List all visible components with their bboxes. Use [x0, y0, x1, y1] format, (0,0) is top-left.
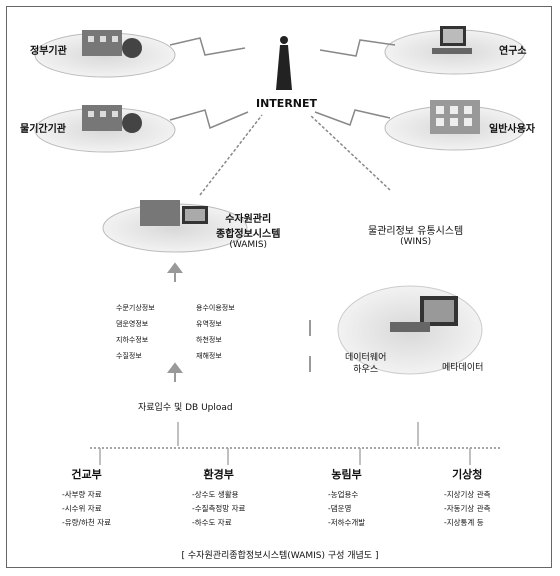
internet-label: INTERNET — [256, 97, 318, 110]
upload-label: 자료입수 및 DB Upload — [138, 403, 233, 413]
wamis-building-icon — [140, 200, 208, 226]
info-left-item: 수문기상정보 — [116, 304, 155, 312]
info-right-item: 유역정보 — [196, 320, 222, 328]
internet-tower-icon — [276, 36, 292, 90]
wins-label: 물관리정보 유통시스템 (WINS) — [368, 222, 463, 247]
info-left-item: 지하수정보 — [116, 336, 149, 344]
agency-name: 환경부 — [203, 468, 234, 481]
agency-item: -저하수개발 — [328, 518, 366, 527]
agency-block: 농림부 -농업용수 -댐운영 -저하수개발 — [328, 466, 365, 530]
general-users-label: 일반사용자 — [489, 124, 535, 135]
wins-line1: 물관리정보 유통시스템 — [368, 226, 464, 237]
info-right-item: 하천정보 — [196, 336, 222, 344]
data-warehouse-line2: 하우스 — [353, 365, 379, 375]
agency-items: -지상기상 관측 -자동기상 관측 -지상통계 등 — [444, 488, 491, 530]
info-right-item: 재해정보 — [196, 352, 222, 360]
bus-verticals — [99, 422, 471, 465]
data-warehouse-line1: 데이터웨어 — [345, 353, 387, 363]
network-links — [169, 37, 396, 196]
info-left-item: 댐운영정보 — [116, 320, 149, 328]
agency-item: -지상통계 등 — [444, 518, 484, 527]
agency-name: 기상청 — [452, 468, 483, 481]
data-warehouse-label: 데이터웨어 하우스 — [345, 352, 386, 376]
water-agencies-label: 물기간기관 — [20, 124, 66, 135]
flow-arrows — [167, 262, 311, 382]
gov-label: 정부기관 — [30, 46, 67, 57]
agency-block: 기상청 -지상기상 관측 -자동기상 관측 -지상통계 등 — [444, 466, 491, 530]
water-agencies-building-icon — [82, 105, 142, 133]
diagram-caption: [ 수자원관리종합정보시스템(WAMIS) 구성 개념도 ] — [181, 551, 379, 561]
agency-block: 건교부 -사부량 자료 -시수위 자료 -유량/하천 자료 — [62, 466, 111, 530]
research-computer-icon — [432, 26, 472, 54]
agency-items: -상수도 생활용 -수질측정망 자료 -하수도 자료 — [192, 488, 245, 530]
info-left-item: 수질정보 — [116, 352, 142, 360]
warehouse-computer-icon — [390, 296, 458, 332]
general-users-building-icon — [430, 100, 480, 134]
agency-item: -하수도 자료 — [192, 518, 232, 527]
agency-item: -자동기상 관측 — [444, 504, 491, 513]
agency-item: -상수도 생활용 — [192, 490, 239, 499]
wamis-line3: (WAMIS) — [229, 240, 268, 250]
agency-item: -시수위 자료 — [62, 504, 102, 513]
agency-name: 건교부 — [71, 468, 102, 481]
agency-item: -유량/하천 자료 — [62, 518, 112, 527]
wamis-line1: 수자원관리 — [225, 214, 272, 225]
agency-name: 농림부 — [331, 468, 362, 481]
agency-items: -농업용수 -댐운영 -저하수개발 — [328, 488, 365, 530]
gov-building-icon — [82, 30, 142, 58]
diagram-frame — [6, 6, 552, 568]
agency-items: -사부량 자료 -시수위 자료 -유량/하천 자료 — [62, 488, 111, 530]
info-left-list: 수문기상정보 댐운영정보 지하수정보 수질정보 — [116, 300, 155, 364]
wins-line2: (WINS) — [400, 237, 432, 247]
agency-block: 환경부 -상수도 생활용 -수질측정망 자료 -하수도 자료 — [192, 466, 245, 530]
agency-item: -농업용수 — [328, 490, 359, 499]
agency-item: -수질측정망 자료 — [192, 504, 246, 513]
wamis-line2: 종합정보시스템 — [216, 229, 281, 240]
agency-item: -지상기상 관측 — [444, 490, 491, 499]
info-right-item: 용수이용정보 — [196, 304, 235, 312]
research-label: 연구소 — [499, 46, 527, 57]
info-right-list: 용수이용정보 유역정보 하천정보 재해정보 — [196, 300, 235, 364]
wamis-label: 수자원관리 종합정보시스템 (WAMIS) — [216, 210, 280, 250]
metadata-label: 메타데이터 — [442, 363, 484, 373]
agency-item: -댐운영 — [328, 504, 352, 513]
agency-item: -사부량 자료 — [62, 490, 102, 499]
